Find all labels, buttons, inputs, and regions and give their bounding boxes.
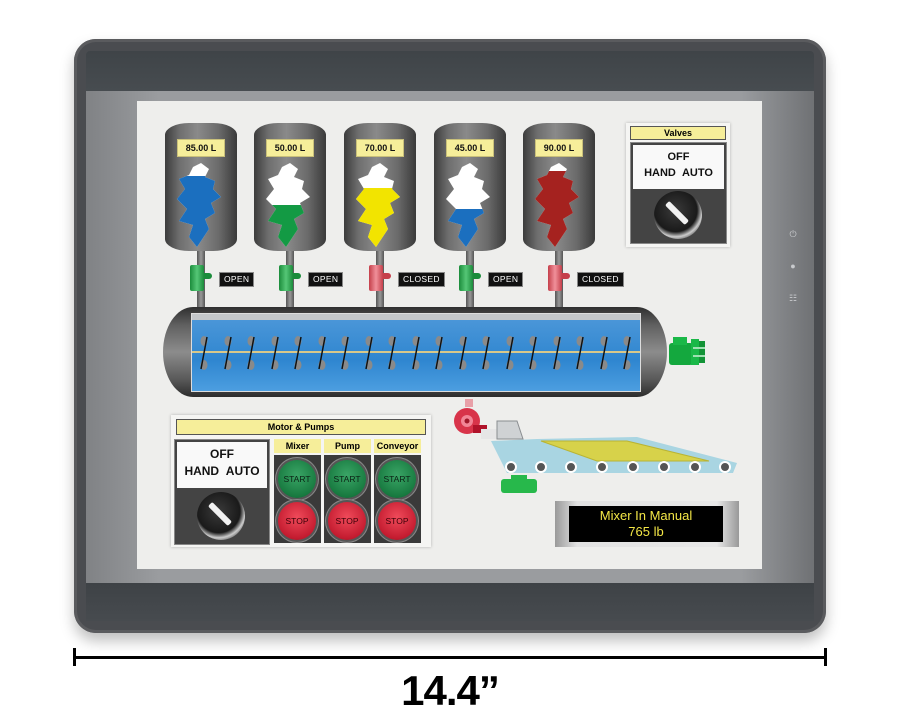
mixer-paddle-icon [294, 336, 302, 370]
mixer-paddle-icon [458, 336, 467, 370]
motor-pumps-panel-title: Motor & Pumps [176, 419, 426, 435]
valve-status-badge: OPEN [488, 272, 524, 287]
valve-handle-icon [293, 273, 301, 279]
selector-knob[interactable] [654, 191, 702, 239]
valves-panel-title: Valves [630, 126, 726, 140]
tank-fill-icon [266, 163, 310, 247]
dimension-label: 14.4” [401, 667, 500, 714]
mixer-paddle-icon [529, 336, 537, 370]
mixer-contents [191, 313, 641, 392]
mixer-paddle-icon [623, 336, 631, 370]
knob-pointer [207, 501, 233, 527]
bezel-bottom [86, 583, 814, 621]
mixer-paddle-icon [552, 336, 561, 370]
mixer-paddle-icon [317, 336, 326, 370]
column-header-conveyor: Conveyor [374, 439, 421, 453]
mixer-paddle-icon [411, 336, 420, 370]
side-indicators: ⏻ ● ☷ [786, 227, 800, 323]
mixer-paddle-icon [482, 336, 490, 370]
hmi-device: ⏻ ● ☷ 85.00 L OPEN 50.00 L OPEN 70.00 L CLOSE… [74, 39, 826, 633]
mixer-paddle-icon [341, 336, 349, 370]
valve-handle-icon [383, 273, 391, 279]
selector-hand-auto-label: HAND AUTO [644, 167, 713, 179]
selector-knob[interactable] [197, 492, 245, 540]
mixer-paddle-icon [576, 336, 584, 370]
valve-status-badge: OPEN [219, 272, 255, 287]
tank-level-label: 50.00 L [266, 139, 314, 157]
selector-labels: OFF HAND AUTO [177, 442, 267, 488]
valve-handle-icon [473, 273, 481, 279]
conveyor-stop-button[interactable]: STOP [378, 502, 416, 540]
pump-stop-button[interactable]: STOP [328, 502, 366, 540]
mixer-stop-button[interactable]: STOP [278, 502, 316, 540]
selector-hand-auto-label: HAND AUTO [184, 464, 260, 478]
tank-fill-icon [356, 163, 400, 247]
valve-handle-icon [204, 273, 212, 279]
hmi-screen: 85.00 L OPEN 50.00 L OPEN 70.00 L CLOSED 45.00… [137, 101, 762, 569]
power-icon: ⏻ [789, 229, 797, 239]
bezel-top [86, 51, 814, 91]
dimension-line [74, 656, 826, 659]
selector-off-label: OFF [667, 151, 690, 163]
selector-off-label: OFF [210, 447, 234, 461]
status-line-1: Mixer In Manual [599, 508, 693, 523]
dimension-tick-left [73, 648, 76, 666]
mixer-paddle-icon [435, 336, 443, 370]
mixer-paddle-icon [388, 336, 396, 370]
tank-level-label: 70.00 L [356, 139, 404, 157]
mixer-paddle-icon [364, 336, 373, 370]
mixer-paddle-icon [200, 336, 208, 370]
mixer-paddle-icon [270, 336, 279, 370]
status-display: Mixer In Manual 765 lb [555, 501, 739, 547]
valve-status-badge: CLOSED [398, 272, 445, 287]
dimension-tick-right [824, 648, 827, 666]
tank-valve-icon[interactable] [548, 265, 562, 291]
column-header-pump: Pump [324, 439, 371, 453]
tank-valve-icon[interactable] [190, 265, 204, 291]
tank-fill-icon [177, 163, 221, 247]
conveyor-icon [481, 420, 737, 493]
mixer-start-button[interactable]: START [278, 460, 316, 498]
valve-handle-icon [562, 273, 570, 279]
tank-fill-icon [446, 163, 490, 247]
pump-icon [454, 399, 487, 434]
knob-pointer [664, 200, 690, 226]
mixer-paddle-icon [505, 336, 514, 370]
column-header-mixer: Mixer [274, 439, 321, 453]
selector-labels: OFF HAND AUTO [633, 145, 724, 189]
mixer-paddle-icon [223, 336, 232, 370]
mixer-paddle-icon [247, 336, 255, 370]
motor-mode-selector[interactable]: OFF HAND AUTO [174, 439, 270, 545]
tank-fill-icon [535, 163, 579, 247]
valves-panel: Valves OFF HAND AUTO [626, 123, 730, 247]
valve-status-badge: OPEN [308, 272, 344, 287]
mixer-motor-icon [669, 337, 705, 365]
mixer-paddle-icon [599, 336, 608, 370]
tank-valve-icon[interactable] [279, 265, 293, 291]
tank-level-label: 45.00 L [446, 139, 494, 157]
valve-status-badge: CLOSED [577, 272, 624, 287]
pump-start-button[interactable]: START [328, 460, 366, 498]
tank-valve-icon[interactable] [369, 265, 383, 291]
tank-level-label: 90.00 L [535, 139, 583, 157]
tank-level-label: 85.00 L [177, 139, 225, 157]
status-line-2: 765 lb [628, 524, 664, 539]
mixer-drum [163, 307, 667, 397]
status-display-screen: Mixer In Manual 765 lb [569, 506, 723, 542]
status-led-icon: ● [790, 261, 796, 271]
tank-valve-icon[interactable] [459, 265, 473, 291]
conveyor-start-button[interactable]: START [378, 460, 416, 498]
valves-mode-selector[interactable]: OFF HAND AUTO [630, 142, 727, 244]
network-icon: ☷ [788, 293, 798, 303]
